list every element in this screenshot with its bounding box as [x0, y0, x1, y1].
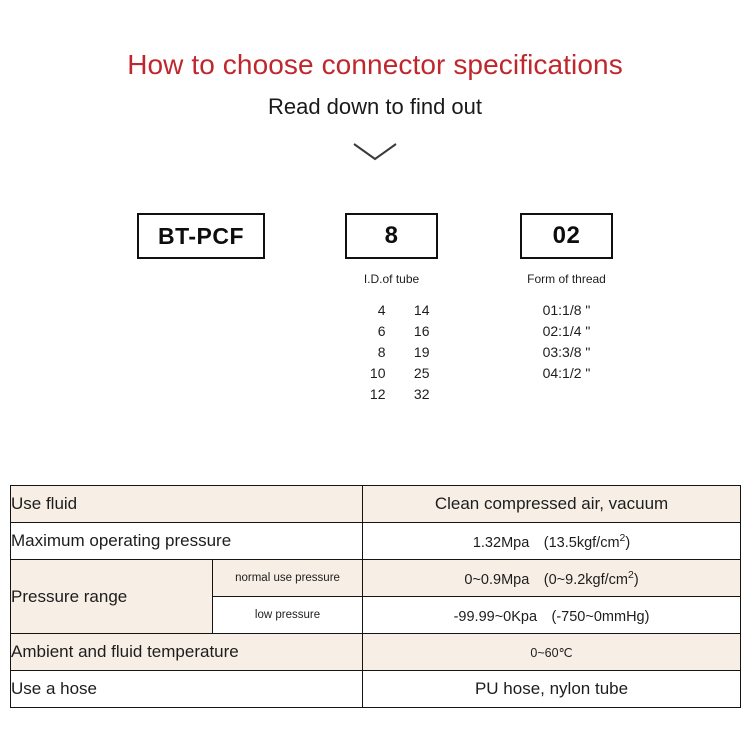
tube-id-option-left: 6	[377, 323, 386, 339]
list-item: 12 32	[330, 384, 453, 405]
list-item: 04:1/2 "	[542, 365, 591, 381]
page-subtitle: Read down to find out	[267, 94, 483, 119]
specification-table: Use fluid Clean compressed air, vacuum M…	[9, 485, 742, 708]
tube-id-option-right: 25	[413, 365, 430, 381]
row-value-text: 1.32Mpa (13.5kgf/cm	[472, 534, 620, 551]
list-item: 10 25	[330, 363, 453, 384]
row-sublabel: normal use pressure	[211, 559, 364, 597]
code-box-series: BT-PCF	[137, 213, 265, 259]
chevron-down-icon	[352, 140, 398, 164]
table-row: Use fluid Clean compressed air, vacuum	[9, 485, 742, 523]
row-value: PU hose, nylon tube	[362, 670, 742, 708]
row-value: 1.32Mpa (13.5kgf/cm2)	[362, 522, 742, 560]
tube-id-option-right: 32	[413, 386, 430, 402]
row-label: Ambient and fluid temperature	[9, 633, 364, 671]
row-value-superscript: 2	[628, 569, 634, 581]
tube-id-option-left: 10	[369, 365, 386, 381]
code-box-thread: 02	[520, 213, 613, 259]
tube-id-option-right: 19	[413, 344, 430, 360]
list-item: 4 14	[330, 300, 453, 321]
tube-id-option-list: 4 14 6 16 8 19 10 25 12 32	[330, 300, 453, 405]
tube-id-option-left: 12	[369, 386, 386, 402]
tube-id-option-right: 16	[413, 323, 430, 339]
tube-id-option-right: 14	[413, 302, 430, 318]
table-row: Ambient and fluid temperature 0~60℃	[9, 633, 742, 671]
row-value-text: 0~60℃	[530, 645, 573, 660]
row-value-text: 0~0.9Mpa (0~9.2kgf/cm	[464, 571, 628, 588]
list-item: 6 16	[330, 321, 453, 342]
row-value: -99.99~0Kpa (-750~0mmHg)	[362, 596, 742, 634]
list-item: 02:1/4 "	[542, 323, 591, 339]
table-row: Maximum operating pressure 1.32Mpa (13.5…	[9, 522, 742, 560]
row-label: Pressure range	[10, 559, 213, 634]
table-row: Use a hose PU hose, nylon tube	[9, 670, 742, 708]
row-value-text: -99.99~0Kpa (-750~0mmHg)	[453, 608, 650, 625]
caption-thread: Form of thread	[527, 272, 606, 286]
row-value-tail: )	[625, 534, 631, 551]
row-value-text: Clean compressed air, vacuum	[434, 494, 669, 513]
tube-id-option-left: 8	[377, 344, 386, 360]
page-title: How to choose connector specifications	[127, 49, 623, 80]
row-sublabel: low pressure	[211, 596, 364, 634]
row-value-text: PU hose, nylon tube	[474, 679, 629, 698]
row-value: 0~0.9Mpa (0~9.2kgf/cm2)	[362, 559, 742, 597]
row-label: Use fluid	[9, 485, 364, 523]
row-value: 0~60℃	[362, 633, 742, 671]
row-label: Maximum operating pressure	[9, 522, 364, 560]
row-value: Clean compressed air, vacuum	[362, 485, 742, 523]
table-row: Pressure range normal use pressure 0~0.9…	[10, 559, 742, 634]
list-item: 03:3/8 "	[542, 344, 591, 360]
tube-id-option-left: 4	[377, 302, 386, 318]
thread-option-list: 01:1/8 " 02:1/4 " 03:3/8 " 04:1/2 "	[505, 300, 628, 384]
row-value-superscript: 2	[619, 532, 626, 544]
row-label: Use a hose	[9, 670, 364, 708]
list-item: 01:1/8 "	[542, 302, 591, 318]
row-value-tail: )	[633, 571, 639, 588]
caption-tube-id: I.D.of tube	[363, 272, 420, 286]
list-item: 8 19	[330, 342, 453, 363]
code-box-tube-id: 8	[345, 213, 438, 259]
